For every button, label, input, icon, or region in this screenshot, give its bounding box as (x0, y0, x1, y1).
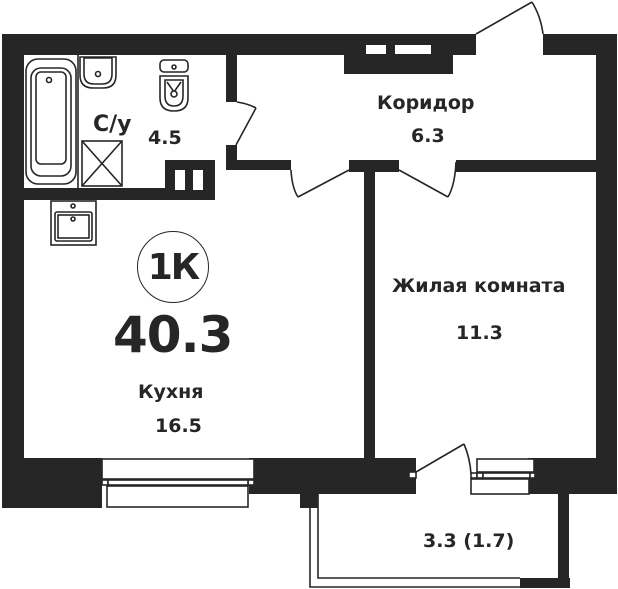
toilet-icon (159, 59, 189, 112)
bathtub-icon (25, 58, 77, 185)
shaft-slot (175, 170, 185, 190)
balcony-door (408, 443, 472, 479)
vent-slot (366, 45, 386, 54)
bathroom-area: 4.5 (148, 127, 182, 149)
balcony-area: 3.3 (1.7) (423, 530, 515, 552)
living-room-name: Жилая комната (392, 275, 566, 297)
entry-door (475, 1, 544, 35)
living-room-area: 11.3 (456, 322, 503, 344)
vent-slot (395, 45, 431, 54)
living-room-door (398, 161, 457, 198)
total-area: 40.3 (113, 306, 233, 364)
washbasin-icon (79, 56, 117, 89)
living-room-window (470, 458, 536, 495)
kitchen-window (101, 458, 255, 508)
kitchen-door (290, 169, 350, 198)
shaft-slot (193, 170, 203, 190)
walls (2, 34, 617, 588)
kitchen-area: 16.5 (155, 415, 202, 437)
corridor-area: 6.3 (411, 125, 445, 147)
corridor-name: Коридор (377, 92, 475, 114)
kitchen-sink-icon (50, 200, 97, 246)
balcony-outline (309, 494, 520, 588)
bathroom-door (235, 101, 257, 146)
bathroom-name: С/у (93, 112, 132, 137)
shower-tray-icon (81, 140, 123, 187)
apartment-type-badge: 1К (137, 231, 209, 303)
kitchen-name: Кухня (138, 381, 204, 403)
apartment-type: 1К (147, 246, 201, 288)
